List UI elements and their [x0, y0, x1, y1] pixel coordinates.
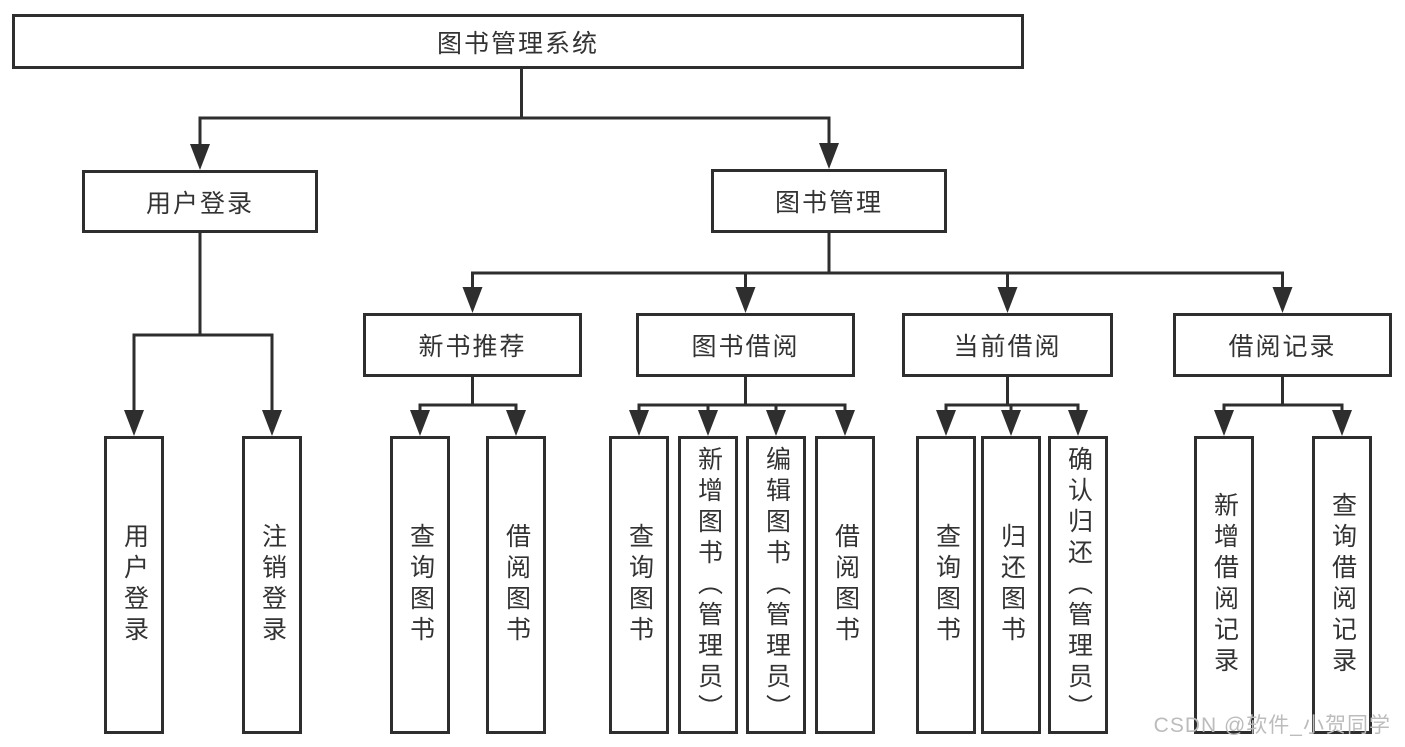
node-current-borrowing-label: 当前借阅 [953, 333, 1062, 361]
arrowhead-icon [1272, 287, 1293, 313]
leaf-confirm-return-admin: 确认归还（管理员） [1048, 436, 1108, 734]
csdn-watermark: CSDN @软件_小贺同学 [1153, 714, 1391, 737]
arrowhead-icon [410, 410, 430, 436]
leaf-user-login: 用户登录 [104, 436, 164, 734]
arrowhead-icon [1214, 410, 1234, 436]
arrowhead-icon [262, 410, 282, 436]
arrowhead-icon [819, 143, 839, 169]
leaf-confirm-return-admin-label: 确认归还（管理员） [1064, 445, 1093, 725]
leaf-borrow-books: 借阅图书 [815, 436, 875, 734]
node-book-management-label: 图书管理 [774, 189, 883, 217]
node-book-borrowing: 图书借阅 [636, 313, 855, 377]
node-borrow-records: 借阅记录 [1173, 313, 1392, 377]
node-book-borrowing-label: 图书借阅 [691, 333, 800, 361]
leaf-logout: 注销登录 [242, 436, 302, 734]
leaf-query-borrow-record: 查询借阅记录 [1312, 436, 1372, 734]
leaf-logout-label: 注销登录 [258, 523, 287, 647]
leaf-query-books-recommend: 查询图书 [390, 436, 450, 734]
arrowhead-icon [735, 287, 756, 313]
node-user-login: 用户登录 [82, 170, 318, 233]
arrowhead-icon [766, 410, 786, 436]
arrowhead-icon [698, 410, 718, 436]
leaf-add-borrow-record: 新增借阅记录 [1194, 436, 1254, 734]
connector-rails [132, 67, 1344, 418]
node-root: 图书管理系统 [12, 14, 1024, 69]
arrowhead-icon [629, 410, 649, 436]
leaf-query-books-current-label: 查询图书 [932, 523, 961, 647]
leaf-user-login-label: 用户登录 [120, 523, 149, 647]
arrowhead-icon [462, 287, 483, 313]
leaf-edit-book-admin-label: 编辑图书（管理员） [762, 445, 791, 725]
arrowhead-icon [936, 410, 956, 436]
leaf-return-book: 归还图书 [981, 436, 1041, 734]
node-borrow-records-label: 借阅记录 [1228, 333, 1337, 361]
arrowhead-icon [506, 410, 526, 436]
leaf-return-book-label: 归还图书 [997, 523, 1026, 647]
node-root-label: 图书管理系统 [436, 29, 599, 58]
arrowhead-icon [124, 410, 144, 436]
leaf-query-books-borrow: 查询图书 [609, 436, 669, 734]
arrowhead-icon [997, 287, 1018, 313]
node-new-book-recommend-label: 新书推荐 [418, 333, 527, 361]
leaf-add-book-admin-label: 新增图书（管理员） [694, 445, 723, 725]
leaf-borrow-books-recommend-label: 借阅图书 [502, 523, 531, 647]
leaf-query-borrow-record-label: 查询借阅记录 [1328, 492, 1357, 678]
node-user-login-label: 用户登录 [145, 189, 254, 218]
node-new-book-recommend: 新书推荐 [363, 313, 582, 377]
arrowhead-icon [190, 144, 210, 170]
arrowhead-icon [1068, 410, 1088, 436]
leaf-borrow-books-recommend: 借阅图书 [486, 436, 546, 734]
leaf-add-borrow-record-label: 新增借阅记录 [1210, 492, 1239, 678]
leaf-add-book-admin: 新增图书（管理员） [678, 436, 738, 734]
arrowhead-icon [835, 410, 855, 436]
leaf-query-books-borrow-label: 查询图书 [625, 523, 654, 647]
node-book-management: 图书管理 [711, 169, 947, 233]
arrowheads [124, 143, 1352, 436]
arrowhead-icon [1001, 410, 1021, 436]
leaf-query-books-recommend-label: 查询图书 [406, 523, 435, 647]
arrowhead-icon [1332, 410, 1352, 436]
leaf-query-books-current: 查询图书 [916, 436, 976, 734]
node-current-borrowing: 当前借阅 [902, 313, 1113, 377]
leaf-edit-book-admin: 编辑图书（管理员） [746, 436, 806, 734]
leaf-borrow-books-label: 借阅图书 [831, 523, 860, 647]
